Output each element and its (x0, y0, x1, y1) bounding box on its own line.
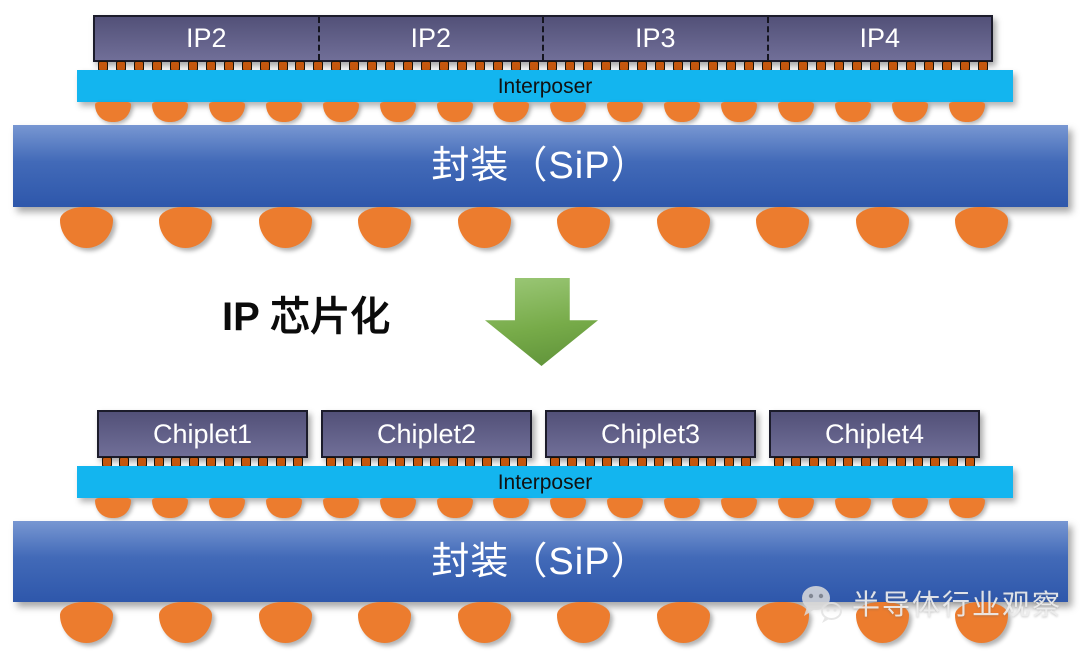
solder-dome (265, 498, 302, 518)
solder-dome (664, 102, 701, 122)
interposer-label: Interposer (497, 74, 593, 98)
chiplet-label: Chiplet2 (376, 418, 477, 449)
solder-ball (457, 207, 511, 248)
solder-dome (834, 102, 871, 122)
solder-dome (891, 102, 928, 122)
chiplet-die-2: Chiplet2 (321, 410, 532, 458)
solder-dome (151, 498, 188, 518)
ip-segment-label: IP2 (410, 23, 452, 53)
solder-dome (436, 102, 473, 122)
ip-segment-2: IP2 (317, 17, 543, 60)
solder-dome (948, 102, 985, 122)
chiplet-die-4: Chiplet4 (769, 410, 980, 458)
solder-ball (258, 207, 312, 248)
solder-dome (493, 498, 530, 518)
ip-segment-label: IP2 (185, 23, 227, 53)
interposer-bar-bottom: Interposer (77, 466, 1013, 498)
wechat-icon (802, 586, 842, 623)
solder-dome (948, 498, 985, 518)
solder-ball (457, 602, 511, 643)
chiplet-bar-row: Chiplet1 Chiplet2 Chiplet3 Chiplet4 (97, 410, 980, 458)
solder-dome (322, 102, 359, 122)
solder-dome (208, 498, 245, 518)
down-arrow-icon (485, 278, 598, 366)
ip-segment-label: IP4 (859, 23, 901, 53)
solder-ball (159, 207, 213, 248)
ip-segment-label: IP3 (634, 23, 676, 53)
solder-dome (322, 498, 359, 518)
solder-dome (607, 498, 644, 518)
solder-ball (358, 602, 412, 643)
solder-ball (60, 207, 113, 248)
chiplet-label: Chiplet1 (152, 418, 253, 449)
solder-dome (95, 102, 131, 122)
solder-dome (607, 102, 644, 122)
chiplet-label: Chiplet3 (600, 418, 701, 449)
ip-segment-3: IP3 (542, 17, 767, 60)
solder-dome (834, 498, 871, 518)
solder-ball (557, 602, 611, 643)
chiplet-die-1: Chiplet1 (97, 410, 308, 458)
solder-dome (891, 498, 928, 518)
watermark-text: 半导体行业观察 (852, 589, 1063, 620)
chiplet-label: Chiplet4 (824, 418, 925, 449)
package-bar-bottom: 封装（SiP） (13, 521, 1068, 602)
ip-segment-4: IP4 (766, 17, 992, 60)
ip-die-bar: IP2 IP2 IP3 IP4 (93, 15, 993, 62)
solder-ball (656, 207, 710, 248)
solder-dome (778, 102, 815, 122)
package-label: 封装（SiP） (431, 145, 650, 187)
solder-dome (550, 102, 587, 122)
solder-dome (265, 102, 302, 122)
solder-dome (664, 498, 701, 518)
solder-dome-row-top (95, 102, 985, 122)
solder-dome (721, 102, 758, 122)
solder-dome (778, 498, 815, 518)
chiplet-die-3: Chiplet3 (545, 410, 756, 458)
transform-label: IP 芯片化 (222, 295, 391, 339)
solder-dome (493, 102, 530, 122)
solder-dome (436, 498, 473, 518)
solder-ball (855, 207, 909, 248)
microbump-row-chiplet-2 (326, 457, 527, 467)
solder-ball (159, 602, 213, 643)
solder-dome (208, 102, 245, 122)
sip-chiplet-diagram: Chiplet1 Chiplet2 Chiplet3 Chiplet4 Inte… (0, 400, 1080, 662)
solder-ball (258, 602, 312, 643)
solder-dome (379, 102, 416, 122)
watermark: 半导体行业观察 (800, 585, 1062, 625)
interposer-label: Interposer (497, 470, 593, 494)
solder-dome (95, 498, 131, 518)
package-bar-top: 封装（SiP） (13, 125, 1068, 207)
solder-dome-row-bottom (95, 498, 985, 518)
bga-ball-row-bottom (60, 602, 1008, 643)
solder-dome (151, 102, 188, 122)
solder-ball (656, 602, 710, 643)
solder-dome (379, 498, 416, 518)
solder-dome (550, 498, 587, 518)
solder-ball (954, 207, 1008, 248)
sip-ip-diagram: IP2 IP2 IP3 IP4 Interposer 封装（SiP） (0, 0, 1080, 260)
solder-ball (358, 207, 412, 248)
solder-ball (60, 602, 113, 643)
bga-ball-row-top (60, 207, 1008, 248)
interposer-bar-top: Interposer (77, 70, 1013, 102)
package-label: 封装（SiP） (431, 540, 650, 583)
solder-ball (756, 207, 810, 248)
solder-ball (855, 602, 909, 643)
solder-ball (557, 207, 611, 248)
solder-dome (721, 498, 758, 518)
ip-segment-1: IP2 (95, 17, 318, 60)
